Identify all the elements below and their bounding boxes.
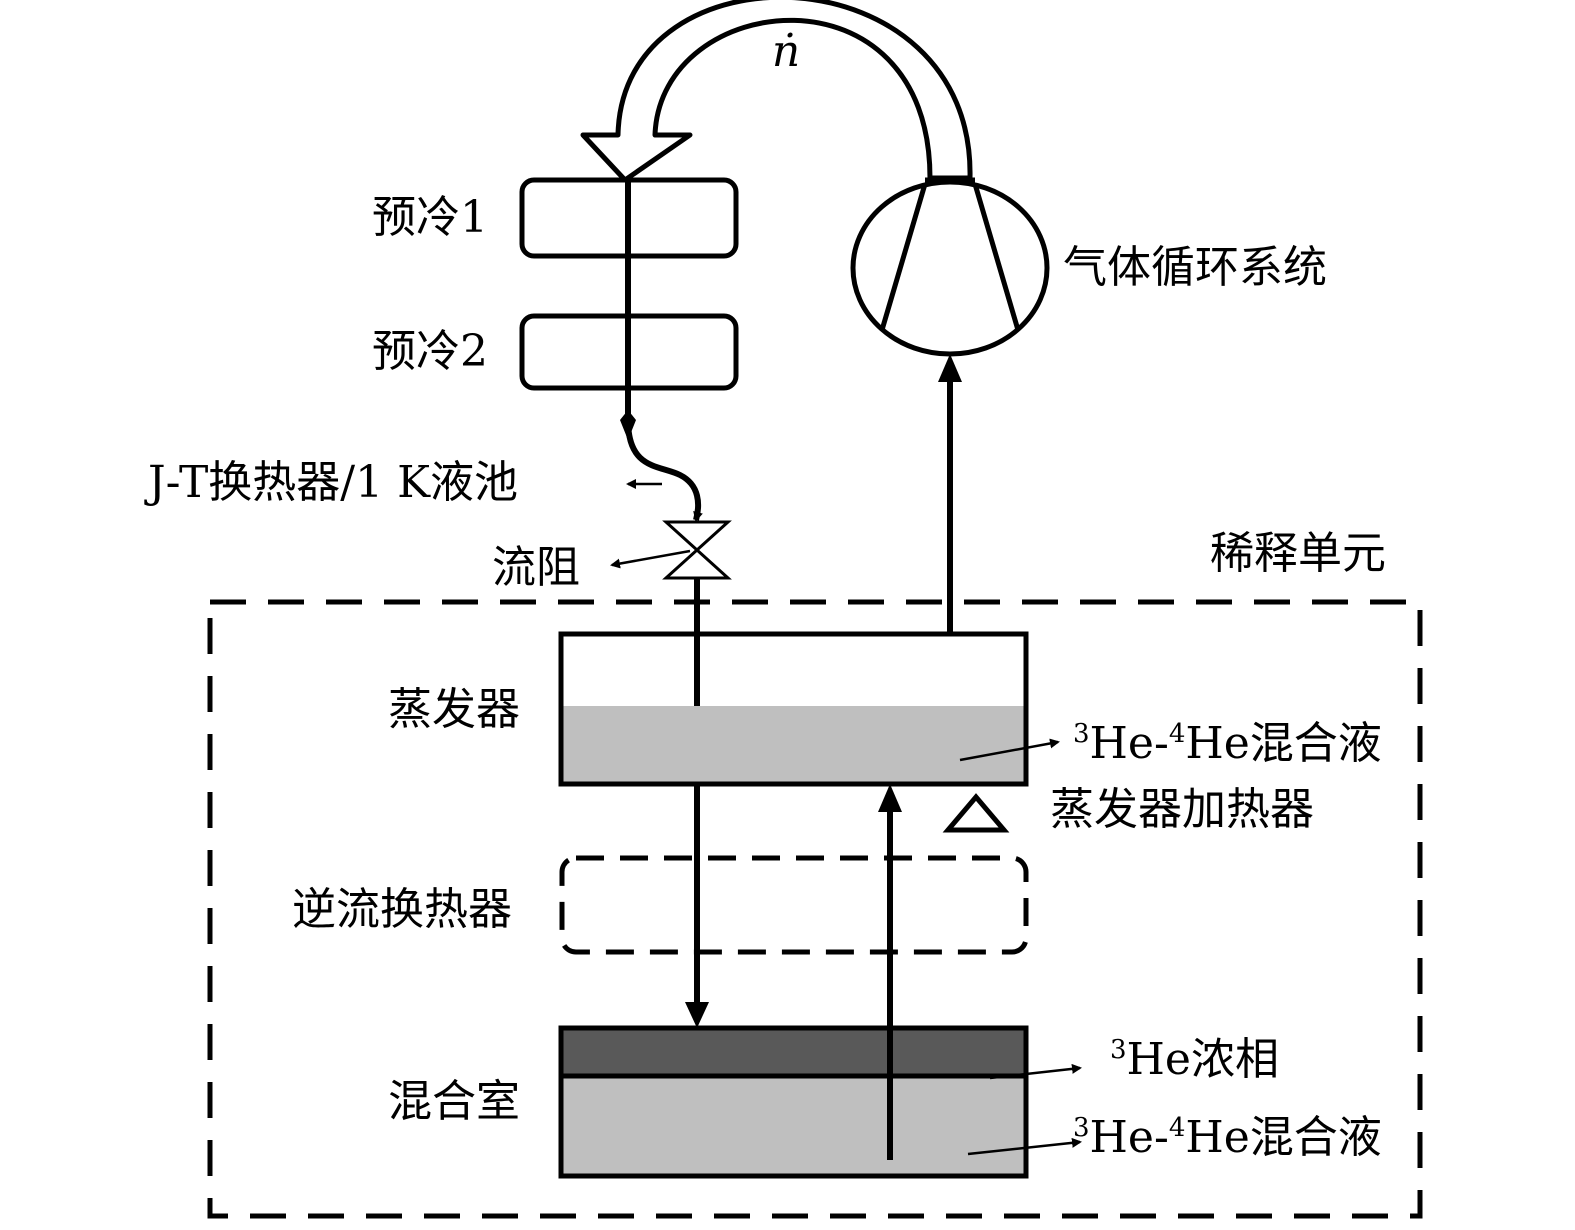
evaporator-heater-icon xyxy=(942,793,1010,833)
jt-exchanger-label: J-T换热器/1 K液池 xyxy=(144,457,518,508)
mc-mixture-pointer xyxy=(967,1137,1082,1156)
mc-mixture-label: 3He-4He混合液 xyxy=(1073,1112,1382,1163)
return-flow-arrow xyxy=(580,0,973,183)
mc-concentrated-label: 3He浓相 xyxy=(1110,1034,1279,1085)
evaporator-heater-label: 蒸发器加热器 xyxy=(1050,784,1314,835)
dilution-unit-boundary xyxy=(207,599,1423,1219)
flow-impedance-valve xyxy=(662,520,732,580)
precool1-label: 预冷1 xyxy=(372,192,488,243)
jt-exchanger-line xyxy=(625,419,703,522)
evaporator-label: 蒸发器 xyxy=(388,684,520,735)
gas-circulation-label: 气体循环系统 xyxy=(1063,242,1327,293)
impedance-pointer xyxy=(610,549,691,569)
evap-mixture-pointer xyxy=(959,738,1060,762)
dilution-unit-label: 稀释单元 xyxy=(1210,528,1386,579)
counterflow-exchanger-label: 逆流换热器 xyxy=(292,884,512,935)
mixing-chamber xyxy=(558,1025,1029,1179)
evap-mixture-label: 3He-4He混合液 xyxy=(1073,718,1382,769)
counterflow-exchanger-box xyxy=(559,855,1029,955)
gas-circulation-pump xyxy=(850,177,1050,357)
evaporator xyxy=(558,631,1029,787)
mc-concentrated-pointer xyxy=(989,1063,1082,1080)
mixing-chamber-label: 混合室 xyxy=(388,1076,520,1127)
precool2-label: 预冷2 xyxy=(372,326,488,377)
flow-impedance-label: 流阻 xyxy=(492,542,580,593)
flow-rate-symbol: ṅ xyxy=(772,26,800,77)
